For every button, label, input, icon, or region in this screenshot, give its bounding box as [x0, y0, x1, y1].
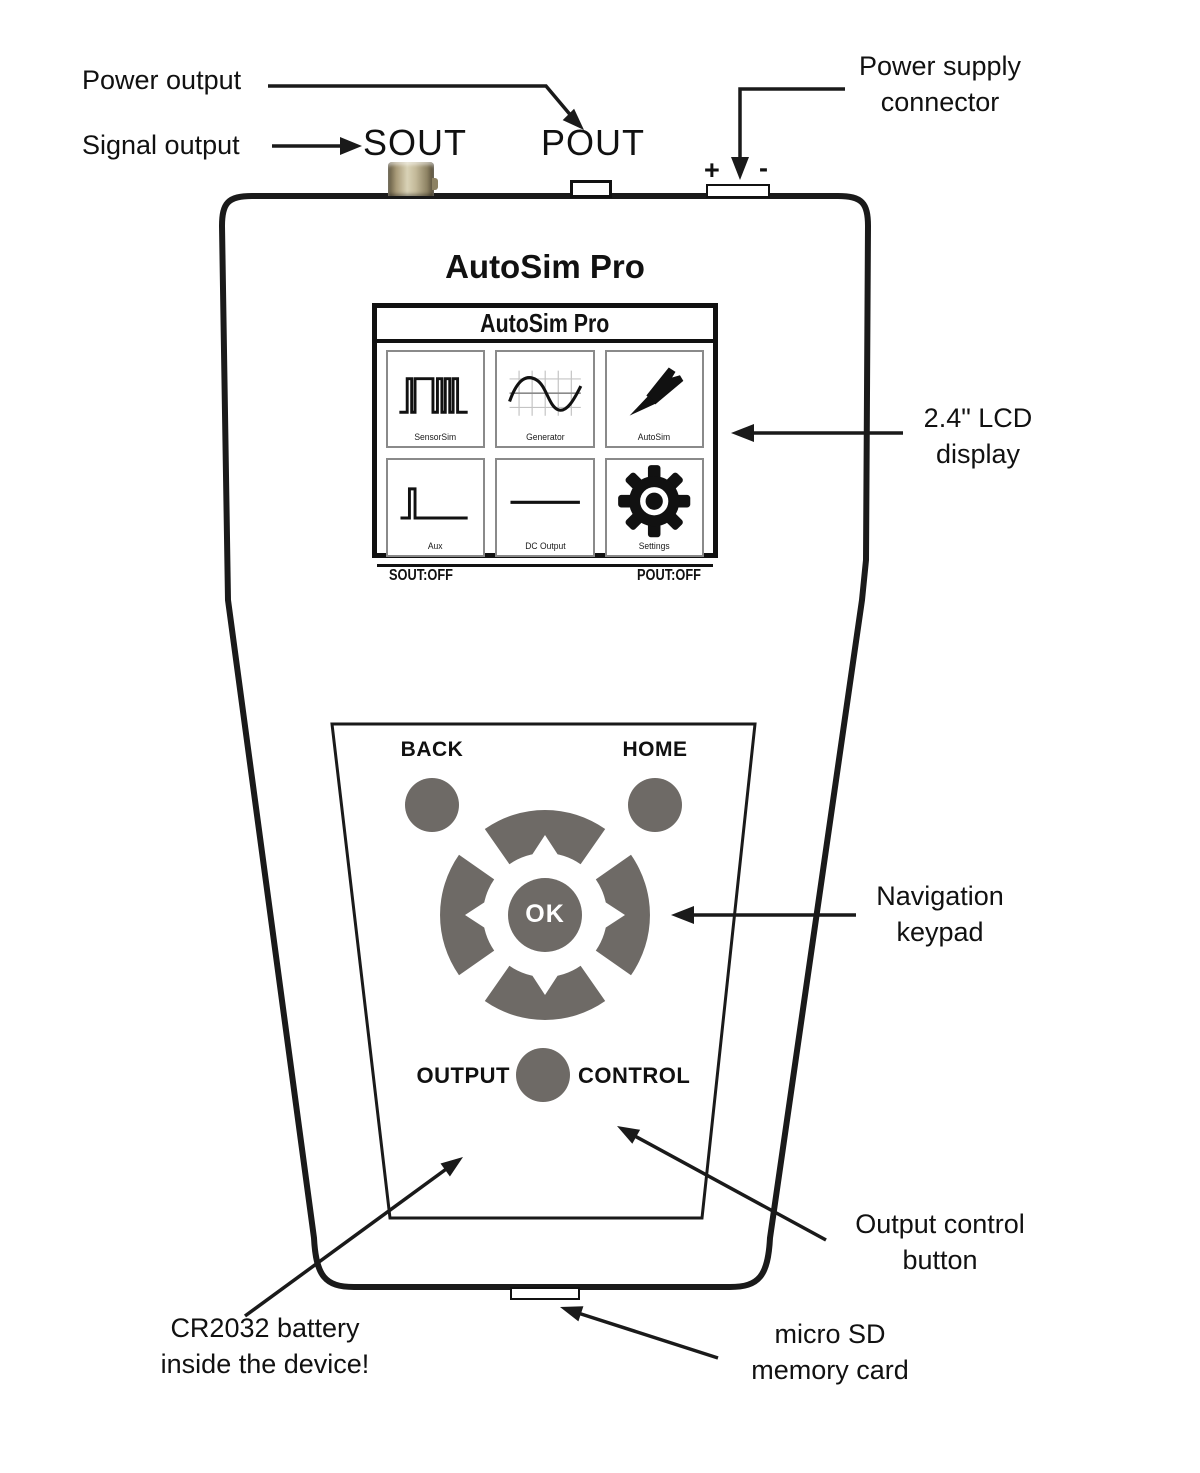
output-label: OUTPUT — [416, 1063, 510, 1088]
pulse-icon — [400, 487, 469, 520]
menu-tile-label: DC Output — [524, 540, 566, 552]
output-control-button[interactable] — [516, 1048, 570, 1102]
plus-sign: + — [704, 155, 720, 185]
lcd-header: AutoSim Pro — [377, 308, 713, 343]
menu-tile-label: Aux — [428, 540, 444, 552]
navigation-ring — [440, 810, 650, 1020]
lcd-display-label-line2: display — [935, 439, 1021, 469]
minus-sign: - — [759, 153, 768, 183]
sd-arrow-line — [577, 1311, 719, 1360]
power-output-arrowhead — [562, 108, 584, 130]
sine-wave-icon — [507, 370, 583, 416]
nav-up-arrow-icon — [530, 835, 560, 858]
lcd-header-title: AutoSim Pro — [480, 308, 610, 338]
pout-status: POUT:OFF — [637, 566, 701, 584]
sd-arrowhead — [560, 1306, 584, 1322]
gear-icon — [618, 465, 691, 538]
battery-label-line2: inside the device! — [160, 1349, 370, 1379]
power-supply-label: Power supply connector — [795, 48, 1085, 120]
lcd-screen: AutoSim Pro SensorSim — [372, 303, 718, 584]
home-button-label: HOME — [622, 738, 688, 761]
bnc-connector[interactable] — [388, 162, 434, 196]
sout-status: SOUT:OFF — [389, 566, 453, 584]
menu-tile-aux[interactable]: Aux — [386, 458, 486, 557]
signal-output-label: Signal output — [82, 130, 240, 160]
battery-arrowhead — [440, 1157, 463, 1177]
sd-card-label-line1: micro SD — [774, 1319, 886, 1349]
nav-right-arrow-icon — [602, 900, 625, 930]
sout-port-label: SOUT — [362, 122, 467, 163]
battery-label: CR2032 battery inside the device! — [115, 1310, 415, 1382]
menu-tile-label: SensorSim — [414, 432, 457, 444]
ok-button[interactable] — [508, 878, 582, 952]
pout-port-label: POUT — [540, 122, 645, 163]
output-control-arrowhead — [617, 1126, 641, 1144]
sd-card-slot[interactable] — [510, 1287, 580, 1300]
home-button[interactable] — [628, 778, 682, 832]
keypad-panel — [330, 722, 757, 1220]
spark-icon — [629, 367, 684, 416]
output-control-arrow-line — [632, 1133, 827, 1242]
signal-output-arrowhead — [340, 137, 362, 155]
square-wave-icon — [399, 377, 469, 414]
menu-tile-sensorsim[interactable]: SensorSim — [386, 350, 486, 449]
navigation-keypad-label-line2: keypad — [896, 917, 984, 947]
menu-tile-label: Generator — [525, 432, 565, 444]
lcd-status-bar: SOUT:OFF POUT:OFF — [377, 563, 713, 585]
power-output-label: Power output — [82, 65, 242, 95]
lcd-display-label: 2.4" LCD display — [878, 400, 1078, 472]
sd-card-label: micro SD memory card — [705, 1316, 955, 1388]
battery-arrow-line — [243, 1165, 451, 1318]
menu-tile-dc-output[interactable]: DC Output — [495, 458, 595, 557]
lcd-arrowhead — [731, 424, 754, 442]
menu-tile-generator[interactable]: Generator — [495, 350, 595, 449]
pout-connector[interactable] — [570, 180, 612, 198]
power-supply-label-line1: Power supply — [858, 51, 1022, 81]
power-supply-label-line2: connector — [880, 87, 1000, 117]
menu-tile-label: AutoSim — [638, 432, 671, 444]
power-supply-port[interactable] — [706, 184, 770, 198]
output-control-label-line1: Output control — [855, 1209, 1025, 1239]
nav-arrowhead — [671, 906, 694, 924]
control-label: CONTROL — [578, 1063, 691, 1088]
menu-tile-autosim[interactable]: AutoSim — [604, 350, 704, 449]
back-button[interactable] — [405, 778, 459, 832]
dc-line-icon — [510, 501, 580, 505]
sd-card-label-line2: memory card — [751, 1355, 909, 1385]
power-supply-arrowhead — [731, 157, 749, 180]
output-control-label-line2: button — [902, 1245, 978, 1275]
lcd-display-label-line1: 2.4" LCD — [923, 403, 1033, 433]
navigation-keypad-label: Navigation keypad — [840, 878, 1040, 950]
back-button-label: BACK — [400, 738, 464, 761]
device-title: AutoSim Pro — [445, 248, 645, 285]
output-control-label: Output control button — [810, 1206, 1070, 1278]
battery-label-line1: CR2032 battery — [170, 1313, 360, 1343]
menu-tile-label: Settings — [638, 540, 670, 552]
ok-button-label: OK — [525, 900, 565, 928]
power-output-arrow-line — [268, 84, 580, 126]
nav-down-arrow-icon — [530, 972, 560, 995]
nav-left-arrow-icon — [465, 900, 488, 930]
navigation-keypad-label-line1: Navigation — [876, 881, 1004, 911]
bnc-connector-nub — [432, 178, 438, 190]
power-supply-arrow-line — [738, 87, 845, 163]
lcd-menu-grid: SensorSim Generator — [377, 343, 713, 564]
menu-tile-settings[interactable]: Settings — [604, 458, 704, 557]
